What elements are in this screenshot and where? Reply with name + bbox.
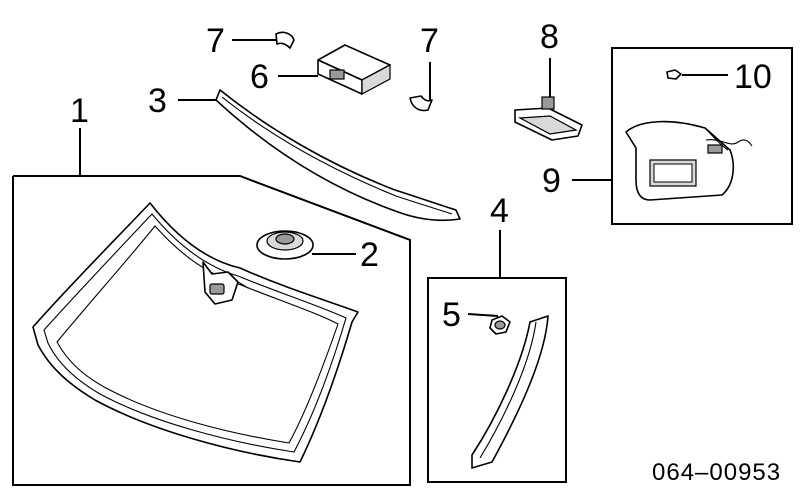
windshield-glass[interactable] [32, 202, 359, 463]
callout-5: 5 [442, 296, 461, 334]
control-module-part[interactable] [278, 44, 391, 96]
windshield-group [12, 175, 411, 486]
visor-screw[interactable] [666, 69, 682, 80]
diagram-code: 064–00953 [652, 459, 781, 486]
callout-10: 10 [734, 58, 772, 96]
clip-a-part[interactable] [232, 31, 295, 49]
upper-molding-part[interactable] [178, 89, 461, 222]
module-connector [329, 69, 345, 80]
sun-visor-box-outline [611, 47, 793, 225]
upper-molding [215, 89, 461, 222]
callout-7b: 7 [420, 22, 439, 60]
callout-7a: 7 [206, 22, 225, 60]
mirror-face [517, 115, 578, 135]
clip-b-part[interactable] [409, 62, 433, 112]
callout-6: 6 [250, 58, 269, 96]
windshield-box-outline [12, 175, 411, 486]
mirror-stem [541, 96, 555, 110]
pillar-trim-box-outline [427, 277, 567, 483]
visor-mirror-glass [653, 163, 693, 183]
sensor-pad-center [275, 233, 295, 245]
pillar-trim-group [427, 230, 567, 483]
visor-hinge-arm [704, 127, 729, 151]
callout-4: 4 [490, 192, 509, 230]
rearview-mirror-part[interactable] [514, 58, 583, 141]
upper-molding-edge [221, 96, 453, 215]
mount-leader [237, 281, 249, 289]
clip-b [409, 95, 433, 112]
pillar-clip-head [494, 320, 506, 330]
pillar-trim-edge [479, 321, 537, 459]
sun-visor-group [572, 47, 793, 225]
callout-3: 3 [148, 82, 167, 120]
visor-clip [707, 144, 723, 154]
callout-5-leader [467, 313, 499, 317]
visor-wire [705, 139, 753, 147]
callout-9: 9 [542, 162, 561, 200]
mirror-mount-button [209, 283, 225, 295]
callout-2: 2 [360, 236, 379, 274]
sensor-pad-part[interactable] [256, 230, 356, 260]
pillar-trim-panel[interactable] [471, 315, 549, 469]
clip-a [275, 31, 295, 49]
windshield-inner-edge [43, 213, 347, 453]
callout-1: 1 [70, 92, 89, 130]
callout-8: 8 [540, 18, 559, 56]
module-side [361, 63, 391, 96]
